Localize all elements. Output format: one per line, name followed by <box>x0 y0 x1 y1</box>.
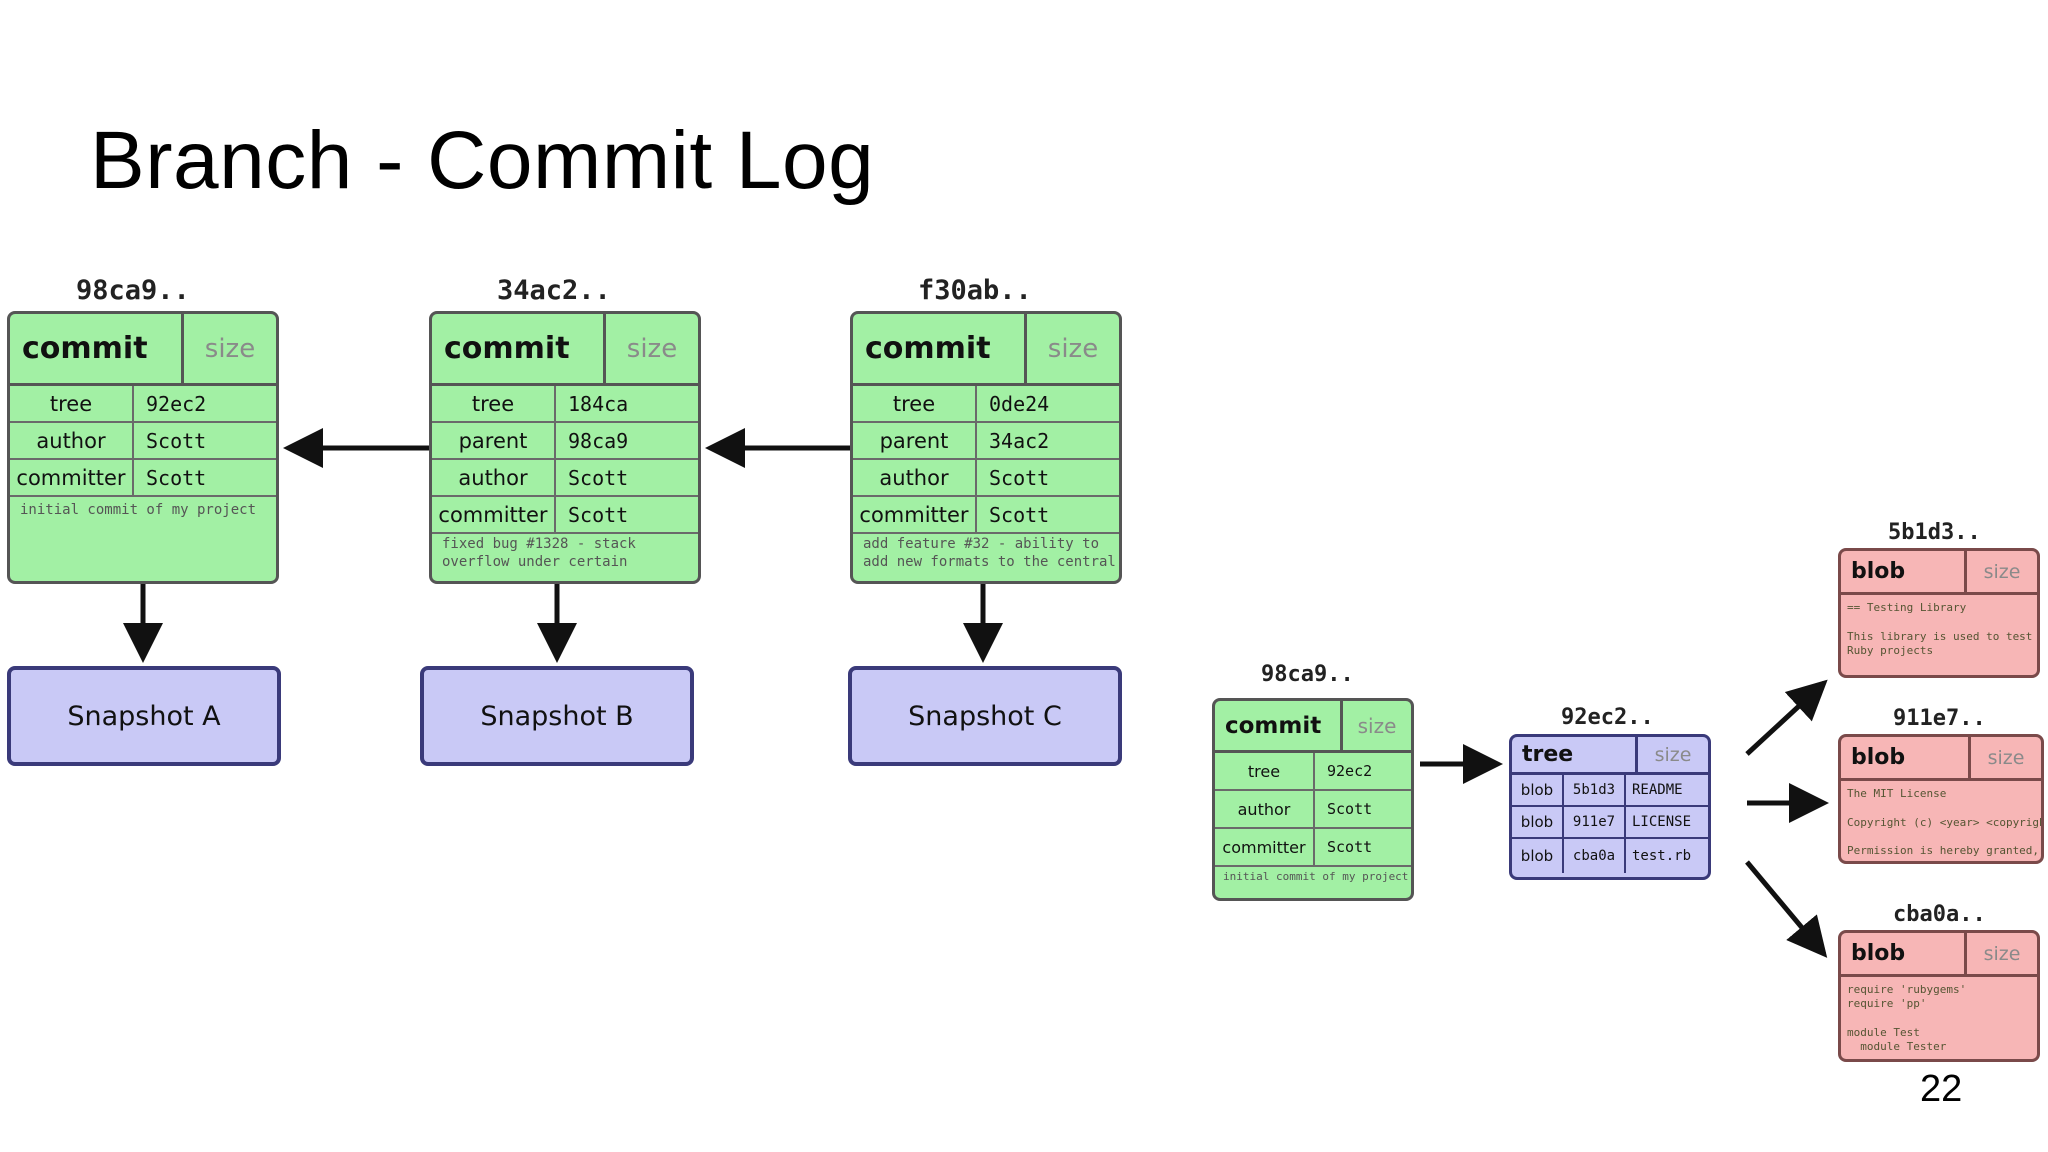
commit-hash: 98ca9.. <box>1261 662 1354 687</box>
tree-entry-id: 5b1d3 <box>1564 775 1626 805</box>
commit-object: commit size tree 0de24 parent 34ac2 author… <box>850 311 1122 584</box>
snapshot-box: Snapshot B <box>420 666 694 766</box>
object-type: tree <box>1522 742 1574 767</box>
blob-object: blob size == Testing Library This librar… <box>1838 548 2040 678</box>
blob-hash: cba0a.. <box>1893 902 1986 927</box>
snapshot-box: Snapshot A <box>7 666 281 766</box>
field-value: Scott <box>1327 800 1373 818</box>
field-key: author <box>1215 791 1315 827</box>
blob-arrow <box>1745 860 1828 958</box>
field-value: 92ec2 <box>146 391 207 416</box>
field-value: Scott <box>568 465 629 490</box>
blob-hash: 911e7.. <box>1893 706 1986 731</box>
blob-content: == Testing Library This library is used … <box>1847 601 2033 657</box>
field-value: 184ca <box>568 391 629 416</box>
blob-content: The MIT License Copyright (c) <year> <co… <box>1847 787 2041 858</box>
field-key: committer <box>1215 829 1315 865</box>
object-type: blob <box>1851 941 1906 966</box>
size-label: size <box>603 314 698 383</box>
tree-entry-id: 911e7 <box>1564 807 1626 837</box>
field-value: 0de24 <box>989 391 1050 416</box>
field-value: Scott <box>989 465 1050 490</box>
field-value: Scott <box>568 502 629 527</box>
commit-message: fixed bug #1328 - stack overflow under c… <box>442 536 636 570</box>
tree-entry-name: LICENSE <box>1632 814 1692 830</box>
blob-object: blob size The MIT License Copyright (c) … <box>1838 734 2044 864</box>
commit-object: commit size tree 184ca parent 98ca9 author… <box>429 311 701 584</box>
field-value: Scott <box>146 465 207 490</box>
field-value: 98ca9 <box>568 428 629 453</box>
size-label: size <box>1964 551 2037 592</box>
blob-hash: 5b1d3.. <box>1888 520 1981 545</box>
blob-object: blob size require 'rubygems' require 'pp… <box>1838 930 2040 1062</box>
object-type: blob <box>1851 559 1906 584</box>
field-key: committer <box>432 497 556 532</box>
size-label: size <box>1340 701 1411 750</box>
tree-entry-name: test.rb <box>1632 848 1692 864</box>
commit-hash: 34ac2.. <box>497 275 611 306</box>
field-key: parent <box>853 423 977 458</box>
tree-entry-kind: blob <box>1512 775 1564 805</box>
field-key: author <box>853 460 977 495</box>
object-type: commit <box>1225 712 1322 739</box>
commit-message: initial commit of my project <box>1223 870 1409 883</box>
commit-message: add feature #32 - ability to add new for… <box>863 536 1116 570</box>
field-value: Scott <box>146 428 207 453</box>
field-value: 92ec2 <box>1327 762 1373 780</box>
field-key: tree <box>1215 753 1315 789</box>
page-number: 22 <box>1920 1068 1963 1110</box>
size-label: size <box>1964 933 2037 974</box>
object-type: commit <box>444 331 570 366</box>
field-key: author <box>432 460 556 495</box>
commit-hash: f30ab.. <box>918 275 1032 306</box>
size-label: size <box>1635 737 1708 772</box>
field-key: tree <box>432 386 556 421</box>
field-key: tree <box>10 386 134 421</box>
size-label: size <box>1968 737 2041 778</box>
field-key: tree <box>853 386 977 421</box>
commit-hash: 98ca9.. <box>76 275 190 306</box>
blob-content: require 'rubygems' require 'pp' module T… <box>1847 983 1967 1054</box>
object-type: commit <box>865 331 991 366</box>
field-value: 34ac2 <box>989 428 1050 453</box>
field-key: author <box>10 423 134 458</box>
field-value: Scott <box>1327 838 1373 856</box>
size-label: size <box>1024 314 1119 383</box>
commit-message: initial commit of my project <box>20 502 257 518</box>
tree-entry-name: README <box>1632 782 1683 798</box>
field-key: committer <box>10 460 134 495</box>
object-type: commit <box>22 331 148 366</box>
tree-entry-kind: blob <box>1512 839 1564 873</box>
tree-hash: 92ec2.. <box>1561 705 1654 730</box>
tree-entry-id: cba0a <box>1564 839 1626 873</box>
field-value: Scott <box>989 502 1050 527</box>
tree-entry-kind: blob <box>1512 807 1564 837</box>
field-key: committer <box>853 497 977 532</box>
snapshot-box: Snapshot C <box>848 666 1122 766</box>
object-type: blob <box>1851 745 1906 770</box>
blob-arrow <box>1745 679 1828 756</box>
slide-title: Branch - Commit Log <box>90 115 875 206</box>
field-key: parent <box>432 423 556 458</box>
size-label: size <box>181 314 276 383</box>
